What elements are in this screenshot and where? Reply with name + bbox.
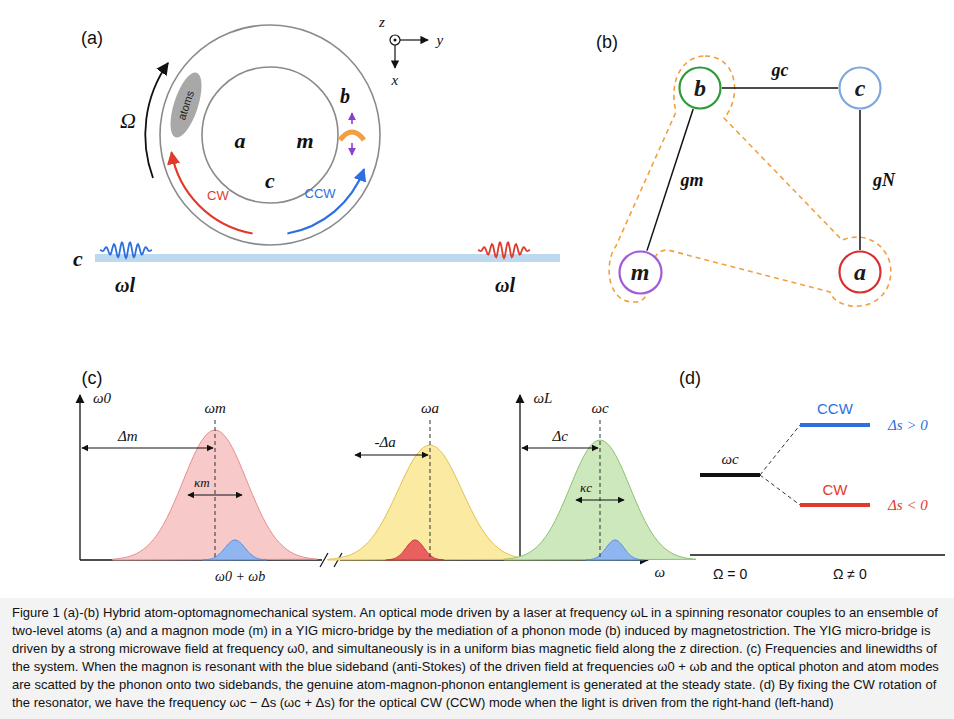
- label: ωL: [534, 390, 553, 407]
- label: κc: [580, 481, 592, 496]
- coupling-line: [859, 110, 861, 250]
- label: ωc: [592, 400, 609, 417]
- mode-name: b: [694, 75, 706, 102]
- level-split: [760, 425, 800, 475]
- axis: [690, 554, 945, 555]
- label: atoms: [175, 89, 196, 121]
- label: ωm: [205, 400, 226, 417]
- mode-circle: a: [838, 250, 882, 294]
- label: ω: [655, 564, 666, 581]
- ccw-arrow: [287, 169, 364, 233]
- coupling-label: gc: [770, 60, 791, 81]
- mode-name: c: [855, 75, 866, 102]
- label: ω0: [93, 390, 111, 407]
- label: κm: [194, 476, 210, 491]
- entanglement-outline: [609, 56, 891, 306]
- label: Ω ≠ 0: [833, 566, 867, 582]
- coupling-line: [722, 87, 838, 89]
- label: x: [392, 72, 399, 89]
- coupling-label: gN: [871, 170, 897, 191]
- axis-arrow: [400, 39, 428, 40]
- label: -Δa: [375, 434, 396, 451]
- peak-line: [600, 420, 601, 560]
- waveguide: [95, 254, 560, 262]
- mode-circle: c: [838, 66, 882, 110]
- vibration-arrow: [351, 143, 353, 155]
- label: ωl: [115, 274, 135, 297]
- figure-caption: Figure 1 (a)-(b) Hybrid atom-optomagnome…: [12, 604, 942, 712]
- label: m: [297, 128, 314, 153]
- level-line: [700, 473, 760, 477]
- peak-line: [215, 420, 216, 560]
- peak-line: [430, 420, 431, 560]
- label: Ω: [120, 108, 136, 133]
- circle-border: [619, 251, 661, 293]
- spectrum-peak: [203, 540, 267, 560]
- cw-arrow: [172, 152, 253, 233]
- laser-pulse: [478, 243, 530, 259]
- label: c: [265, 168, 275, 193]
- label: y: [437, 32, 444, 49]
- spectrum-peak: [586, 540, 644, 560]
- label: CCW: [305, 187, 336, 202]
- label: ωa: [421, 400, 439, 417]
- mode-circle: b: [678, 66, 722, 110]
- label: z: [379, 14, 385, 31]
- axis-origin: [390, 35, 400, 45]
- linewidth-arrow: [576, 500, 624, 501]
- label: CCW: [817, 400, 853, 417]
- spectrum-peak: [386, 540, 444, 560]
- label: (c): [82, 368, 103, 389]
- level-line: [800, 503, 870, 507]
- label: a: [235, 128, 246, 153]
- vibration-arrow: [351, 113, 353, 124]
- axis-arrow: [394, 45, 395, 68]
- circle-border: [840, 252, 881, 293]
- detuning-arrow: [355, 455, 428, 456]
- label: ω0 + ωb: [215, 569, 265, 585]
- circle-border: [840, 68, 881, 109]
- mode-name: a: [854, 259, 866, 286]
- level-split: [760, 475, 800, 505]
- laser-pulse: [100, 243, 152, 259]
- rotation-arrow: [145, 63, 168, 178]
- label: (d): [679, 368, 701, 389]
- axis: [519, 395, 520, 560]
- label: CW: [823, 481, 848, 498]
- label: (b): [596, 32, 618, 53]
- axis: [79, 395, 80, 560]
- circle-border: [680, 68, 721, 109]
- label: ωl: [495, 274, 515, 297]
- label: b: [340, 85, 350, 108]
- label: Δs < 0: [888, 497, 928, 514]
- mode-circle: m: [618, 250, 663, 295]
- label: c: [73, 246, 83, 271]
- label: Ω = 0: [713, 566, 747, 582]
- atom-cloud: [164, 69, 208, 141]
- axis-origin: [394, 39, 397, 42]
- resonator-outer: [160, 25, 380, 245]
- label: Δm: [118, 428, 138, 445]
- axis-break: [320, 553, 328, 567]
- detuning-arrow: [522, 448, 598, 449]
- label: Δs > 0: [888, 417, 928, 434]
- level-line: [800, 423, 870, 427]
- resonator-inner: [202, 67, 338, 203]
- label: Δc: [553, 428, 568, 445]
- mode-name: m: [631, 259, 650, 286]
- label: (a): [81, 28, 103, 49]
- label: CW: [207, 189, 229, 204]
- detuning-arrow: [82, 448, 213, 449]
- label: ωc: [722, 451, 739, 468]
- linewidth-arrow: [188, 495, 242, 496]
- coupling-label: gm: [679, 170, 706, 191]
- micro-bridge: [340, 132, 364, 140]
